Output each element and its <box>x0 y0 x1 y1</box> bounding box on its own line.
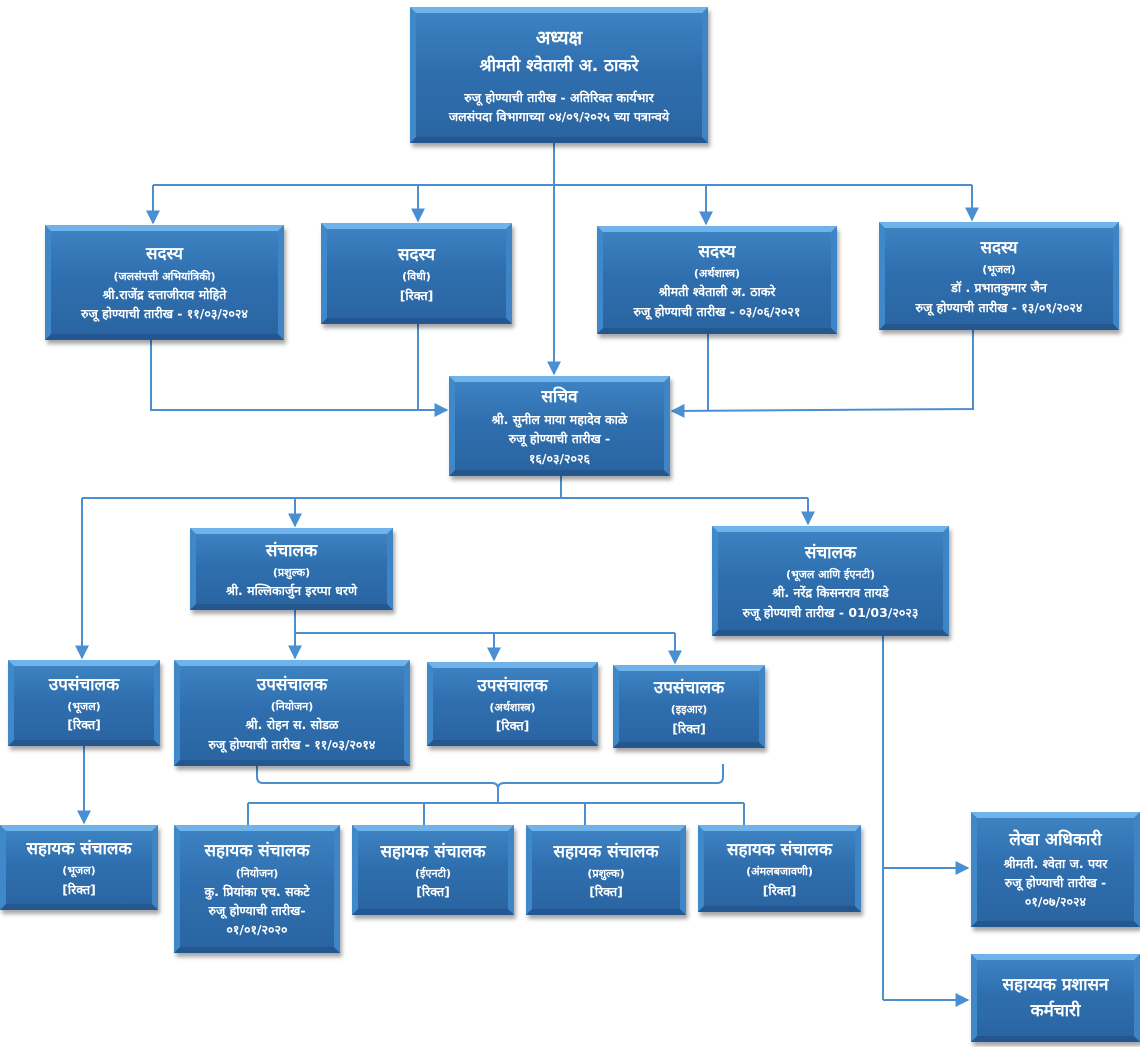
member-title: सदस्य <box>980 237 1018 258</box>
deputy-director-joining: रुजू होण्याची तारीख - ११/०३/२०१४ <box>208 736 376 752</box>
member-dept: (अर्थशास्त्र) <box>693 267 741 281</box>
member-title: सदस्य <box>146 244 183 265</box>
accounts-officer-title: लेखा अधिकारी <box>1009 830 1102 851</box>
member-name: श्री.राजेंद्र दत्ताजीराव मोहिते <box>102 286 227 302</box>
deputy-director-box-groundwater: उपसंचालक (भूजल) [रिक्त] <box>8 660 160 746</box>
member-box-legal: सदस्य (विधी) [रिक्त] <box>321 223 512 324</box>
member-dept: (भूजल) <box>982 263 1016 277</box>
assistant-director-title: सहायक संचालक <box>726 840 833 861</box>
accounts-officer-name: श्रीमती. श्वेता ज. पयर <box>1003 855 1108 871</box>
secretary-title: सचिव <box>541 386 578 407</box>
assistant-director-box-ent: सहायक संचालक (ईएनटी) [रिक्त] <box>352 825 514 915</box>
chairman-name: श्रीमती श्वेताली अ. ठाकरे <box>479 56 639 77</box>
director-dept: (प्रशुल्क) <box>272 565 311 579</box>
accounts-officer-joining-date: ०१/०७/२०२४ <box>1024 894 1087 910</box>
director-title: संचालक <box>265 540 318 561</box>
assistant-director-title: सहायक संचालक <box>204 841 310 862</box>
member-name: [रिक्त] <box>399 287 434 303</box>
assistant-director-title: सहायक संचालक <box>26 839 132 860</box>
admin-staff-line1: सहाय्यक प्रशासन <box>1002 974 1109 995</box>
director-joining: रुजू होण्याची तारीख - 01/03/२०२३ <box>742 604 919 620</box>
accounts-officer-joining-label: रुजू होण्याची तारीख - <box>1004 874 1107 890</box>
assistant-director-joining-label: रुजू होण्याची तारीख- <box>208 903 306 918</box>
member-name: श्रीमती श्वेताली अ. ठाकरे <box>658 284 776 300</box>
accounts-officer-box: लेखा अधिकारी श्रीमती. श्वेता ज. पयर रुजू… <box>971 812 1140 927</box>
assistant-director-name: [रिक्त] <box>416 884 450 899</box>
deputy-director-box-ier: उपसंचालक (इइआर) [रिक्त] <box>613 665 765 748</box>
secretary-joining-label: रुजू होण्याची तारीख - <box>508 431 611 447</box>
assistant-director-dept: (भूजल) <box>62 864 96 878</box>
deputy-director-title: उपसंचालक <box>477 675 548 696</box>
connector-members-right-to-secretary <box>670 330 974 418</box>
assistant-director-box-groundwater: सहायक संचालक (भूजल) [रिक्त] <box>0 825 158 910</box>
assistant-director-dept: (ईएनटी) <box>414 866 452 880</box>
director-name: श्री. नरेंद्र किसनराव तायडे <box>772 585 889 601</box>
director-title: संचालक <box>804 542 857 563</box>
deputy-director-name: [रिक्त] <box>67 717 101 732</box>
chairman-joining-line1: रुजू होण्याची तारीख - अतिरिक्त कार्यभार <box>464 89 654 105</box>
director-box-tariff: संचालक (प्रशुल्क) श्री. मल्लिकार्जुन इरप… <box>190 528 393 610</box>
deputy-director-title: उपसंचालक <box>653 678 725 699</box>
deputy-director-name: [रिक्त] <box>672 720 706 736</box>
member-box-economics: सदस्य (अर्थशास्त्र) श्रीमती श्वेताली अ. … <box>597 226 837 334</box>
deputy-director-box-economics: उपसंचालक (अर्थशास्त्र) [रिक्त] <box>427 662 598 746</box>
member-box-water-resources: सदस्य (जलसंपत्ती अभियांत्रिकी) श्री.राजे… <box>45 225 284 340</box>
chairman-title: अध्यक्ष <box>535 26 583 49</box>
admin-staff-line2: कर्मचारी <box>1030 1001 1081 1021</box>
member-joining: रुजू होण्याची तारीख - ०३/०६/२०२१ <box>633 303 801 319</box>
member-box-groundwater: सदस्य (भूजल) डॉ . प्रभातकुमार जैन रुजू ह… <box>879 222 1119 330</box>
member-dept: (विधी) <box>402 270 431 284</box>
deputy-director-name: [रिक्त] <box>495 718 530 733</box>
secretary-joining-date: १६/०३/२०२६ <box>528 450 591 466</box>
admin-staff-box: सहाय्यक प्रशासन कर्मचारी <box>971 954 1140 1042</box>
member-joining: रुजू होण्याची तारीख - ११/०३/२०२४ <box>81 306 248 322</box>
assistant-director-joining-date: ०१/०१/२०२० <box>226 922 288 938</box>
chairman-box: अध्यक्ष श्रीमती श्वेताली अ. ठाकरे रुजू ह… <box>410 7 708 143</box>
secretary-name: श्री. सुनील माया महादेव काळे <box>491 412 628 428</box>
assistant-director-dept: (अंमलबजावणी) <box>746 865 813 879</box>
chairman-joining-line2: जलसंपदा विभागाच्या ०४/०९/२०२५ च्या पत्रा… <box>448 108 670 124</box>
member-dept: (जलसंपत्ती अभियांत्रिकी) <box>113 269 216 283</box>
deputy-director-name: श्री. रोहन स. सोडळ <box>245 717 339 733</box>
assistant-director-title: सहायक संचालक <box>380 841 486 862</box>
deputy-director-dept: (भूजल) <box>67 699 101 713</box>
member-name: डॉ . प्रभातकुमार जैन <box>951 280 1047 296</box>
deputy-director-box-planning: उपसंचालक (नियोजन) श्री. रोहन स. सोडळ रुज… <box>174 660 410 766</box>
assistant-director-name: [रिक्त] <box>62 881 96 897</box>
assistant-director-box-planning: सहायक संचालक (नियोजन) कु. प्रियांका एच. … <box>174 825 340 953</box>
deputy-director-dept: (इइआर) <box>670 703 708 717</box>
assistant-director-box-enforcement: सहायक संचालक (अंमलबजावणी) [रिक्त] <box>698 825 861 912</box>
director-name: श्री. मल्लिकार्जुन इरप्पा धरणे <box>225 583 358 598</box>
deputy-director-title: उपसंचालक <box>256 674 328 695</box>
connector-members-left-to-secretary <box>150 340 449 417</box>
assistant-director-box-tariff: सहायक संचालक (प्रशुल्क) [रिक्त] <box>526 825 686 915</box>
assistant-director-title: सहायक संचालक <box>553 841 659 862</box>
assistant-director-name: [रिक्त] <box>589 884 623 899</box>
deputy-director-dept: (अर्थशास्त्र) <box>489 700 536 714</box>
member-joining: रुजू होण्याची तारीख - १३/०९/२०२४ <box>915 299 1083 315</box>
director-box-groundwater-ent: संचालक (भूजल आणि ईएनटी) श्री. नरेंद्र कि… <box>712 526 949 636</box>
deputy-director-dept: (नियोजन) <box>270 700 314 714</box>
assistant-director-name: कु. प्रियांका एच. सकटे <box>204 883 310 899</box>
member-title: सदस्य <box>398 245 435 266</box>
director-dept: (भूजल आणि ईएनटी) <box>785 568 876 582</box>
secretary-box: सचिव श्री. सुनील माया महादेव काळे रुजू ह… <box>449 376 670 476</box>
assistant-director-dept: (नियोजन) <box>235 866 279 880</box>
assistant-director-name: [रिक्त] <box>762 882 797 898</box>
connector-bracket <box>256 764 724 803</box>
assistant-director-dept: (प्रशुल्क) <box>587 866 625 880</box>
member-title: सदस्य <box>698 241 736 262</box>
deputy-director-title: उपसंचालक <box>48 674 120 695</box>
